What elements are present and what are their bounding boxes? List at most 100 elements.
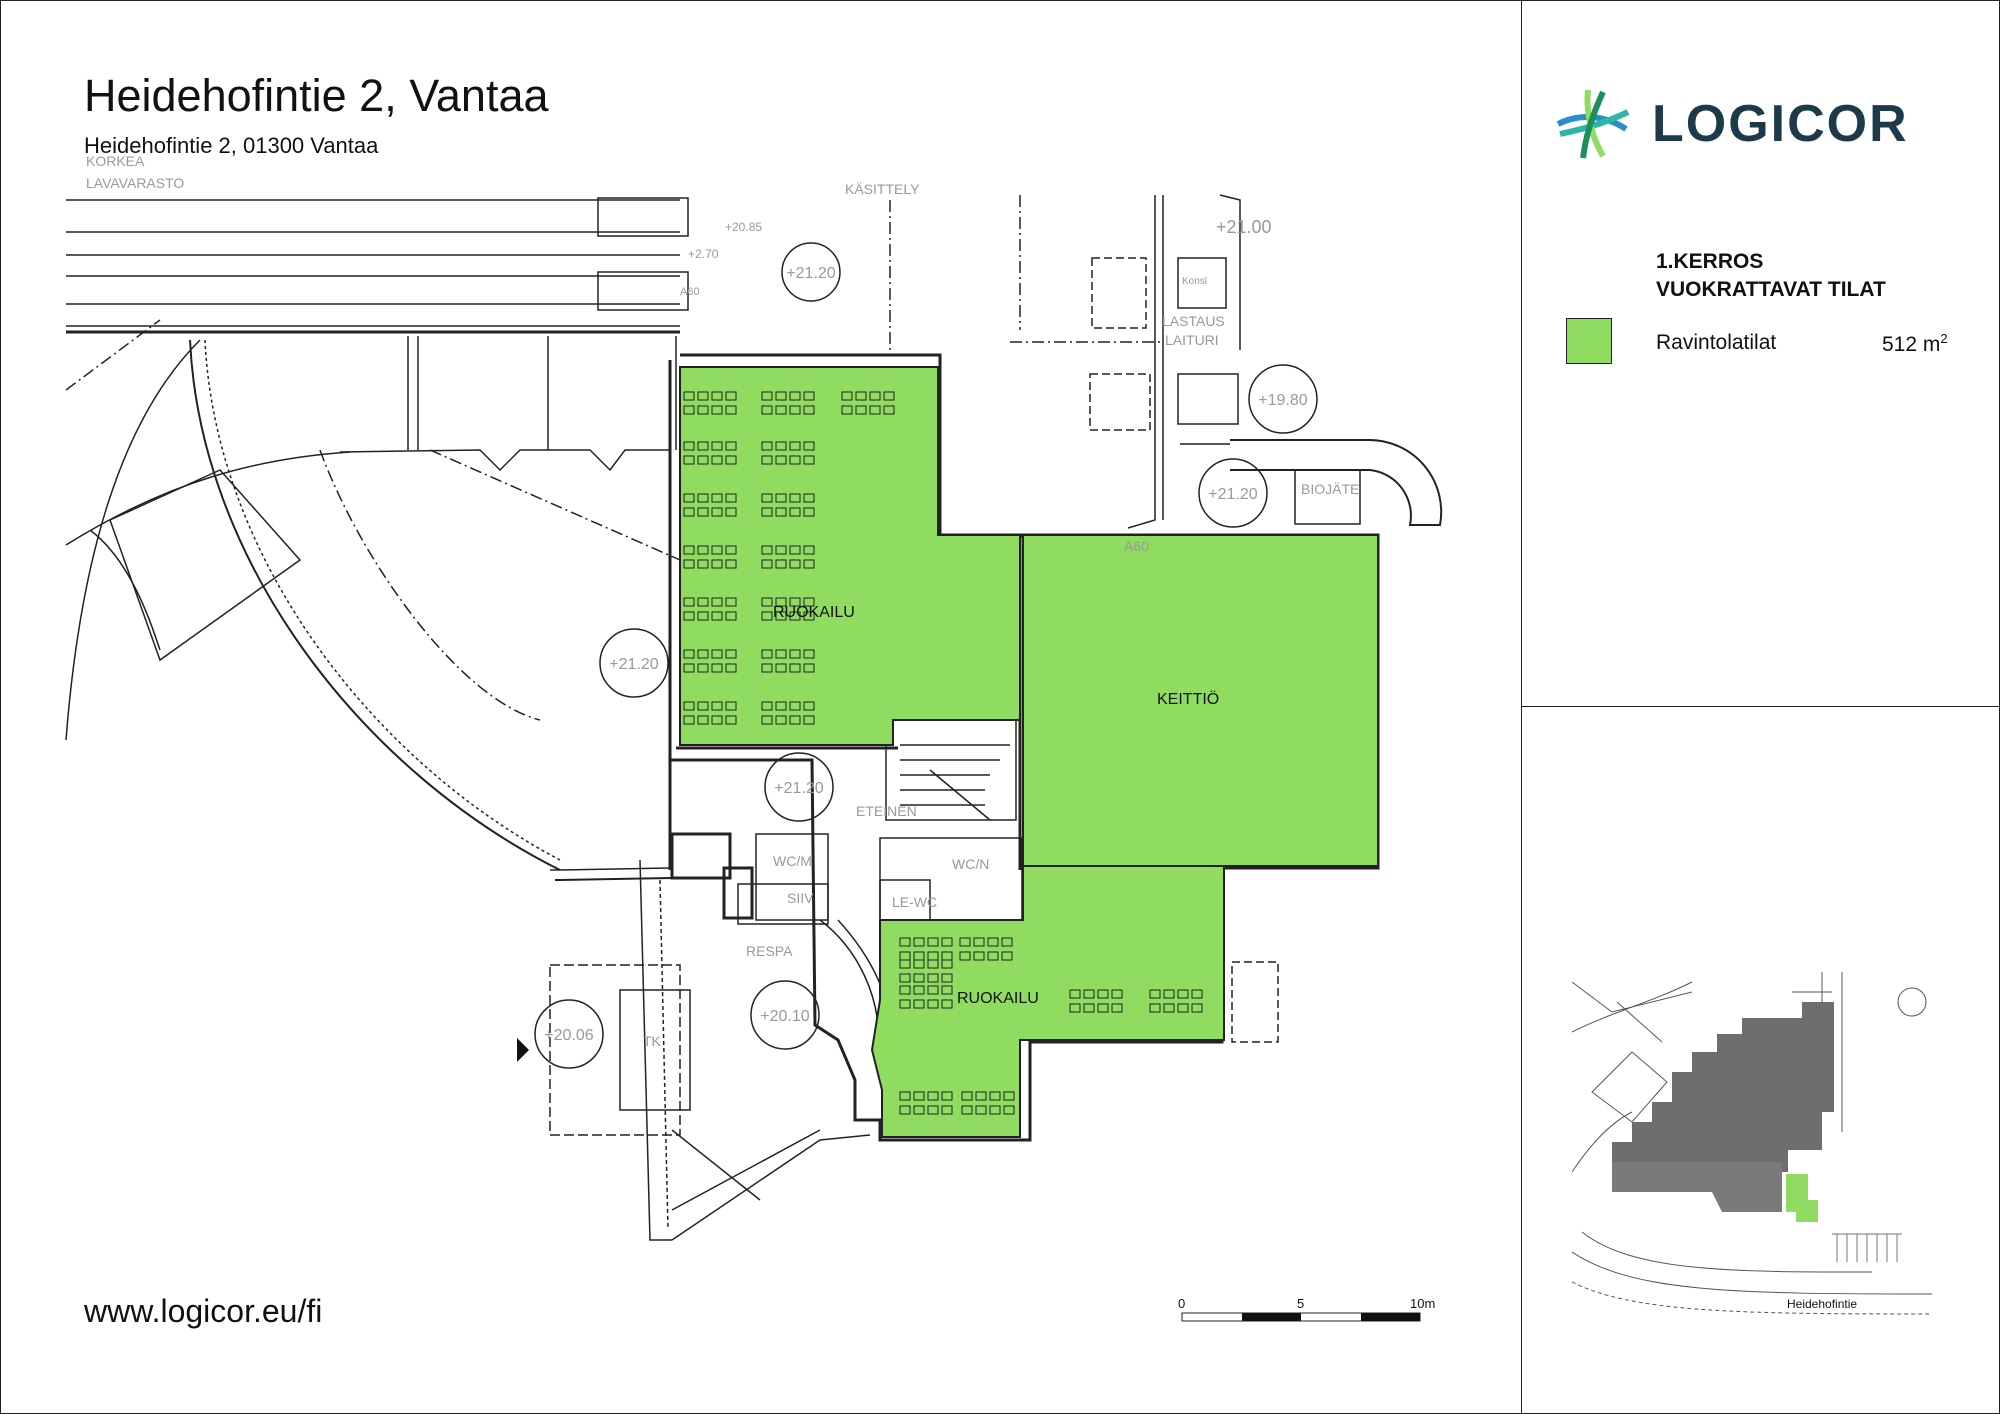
seat [725, 455, 737, 465]
seat [775, 715, 787, 725]
seat [1149, 989, 1161, 999]
seat [975, 1105, 987, 1115]
seat [697, 441, 709, 451]
seat [775, 611, 787, 621]
zone-keittio [1022, 534, 1379, 867]
seat [789, 715, 801, 725]
seat [989, 1105, 1001, 1115]
seat [711, 391, 723, 401]
seat [803, 441, 815, 451]
seat [711, 441, 723, 451]
seat [725, 559, 737, 569]
scale-bar-zero: 0 [1178, 1296, 1185, 1311]
seat [899, 985, 911, 995]
label-lvl-2270: +2.70 [688, 247, 719, 261]
seat [697, 493, 709, 503]
seat [1163, 1003, 1175, 1013]
seat [803, 507, 815, 517]
seat [927, 937, 939, 947]
label-wcn: WC/N [952, 856, 989, 872]
floor-plan: RUOKAILU KEITTIÖ RUOKAILU KORKEA LAVAVAR… [65, 153, 1443, 1322]
seat [789, 405, 801, 415]
seat [1149, 1003, 1161, 1013]
seat [711, 493, 723, 503]
label-konsl: Konsl [1182, 276, 1207, 287]
floor-title: 1.KERROS VUOKRATTAVAT TILAT [1656, 248, 1886, 304]
seat [775, 493, 787, 503]
seat [775, 455, 787, 465]
seat [987, 937, 999, 947]
seat [803, 715, 815, 725]
seat [697, 405, 709, 415]
seat [761, 455, 773, 465]
seat [803, 663, 815, 673]
label-lastaus: LASTAUS [1162, 313, 1225, 329]
seat [761, 405, 773, 415]
seat [1069, 1003, 1081, 1013]
seat [789, 391, 801, 401]
floor-title-line2: VUOKRATTAVAT TILAT [1656, 278, 1886, 301]
seat [697, 391, 709, 401]
seat [941, 937, 953, 947]
scale-bar-end: 10m [1410, 1296, 1435, 1311]
seat [1177, 989, 1189, 999]
seat [697, 455, 709, 465]
seat [683, 455, 695, 465]
seat [869, 391, 881, 401]
seat [789, 455, 801, 465]
seat [1001, 951, 1013, 961]
seat [913, 999, 925, 1009]
seat [775, 663, 787, 673]
website-link[interactable]: www.logicor.eu/fi [84, 1293, 323, 1329]
level-label-6: +20.10 [760, 1008, 809, 1025]
label-siiv: SIIV [787, 890, 814, 906]
seat [775, 507, 787, 517]
seat [725, 701, 737, 711]
room-label-ruokailu-top: RUOKAILU [773, 604, 855, 621]
seat [775, 597, 787, 607]
seat [1003, 1091, 1015, 1101]
seat [1177, 1003, 1189, 1013]
seat [961, 1091, 973, 1101]
seat [803, 701, 815, 711]
legend-label: Ravintolatilat [1656, 331, 1777, 354]
seat [711, 405, 723, 415]
label-lvl-2085: +20.85 [725, 220, 762, 234]
seat [683, 441, 695, 451]
room-label-keittio: KEITTIÖ [1157, 690, 1219, 708]
seat [683, 391, 695, 401]
minimap-building-annex [1612, 1162, 1782, 1212]
seat [803, 611, 815, 621]
seat [761, 493, 773, 503]
seat [803, 597, 815, 607]
seat [989, 1091, 1001, 1101]
label-le-wc: LE-WC [892, 894, 937, 910]
seat [683, 663, 695, 673]
label-biojate: BIOJÄTE [1301, 481, 1359, 497]
seat [941, 973, 953, 983]
seat [761, 649, 773, 659]
level-label-1: +21.20 [786, 265, 835, 282]
seat [725, 663, 737, 673]
level-label-5: +21.20 [1208, 486, 1257, 503]
seat [711, 559, 723, 569]
seat [883, 391, 895, 401]
seat [711, 611, 723, 621]
zone-ruokailu-bottom [870, 865, 1225, 1138]
seat [789, 611, 801, 621]
scale-bar-mid: 5 [1297, 1296, 1304, 1311]
seat [789, 545, 801, 555]
seat [803, 545, 815, 555]
level-label-7: +20.06 [544, 1027, 593, 1044]
floor-title-line1: 1.KERROS [1656, 250, 1764, 273]
minimap-rentable-area [1786, 1174, 1818, 1222]
seat [725, 715, 737, 725]
seat [761, 441, 773, 451]
seat [789, 701, 801, 711]
seat [941, 959, 953, 969]
seat [899, 1105, 911, 1115]
seat [927, 973, 939, 983]
seat [683, 405, 695, 415]
seat [913, 985, 925, 995]
seat [927, 1105, 939, 1115]
